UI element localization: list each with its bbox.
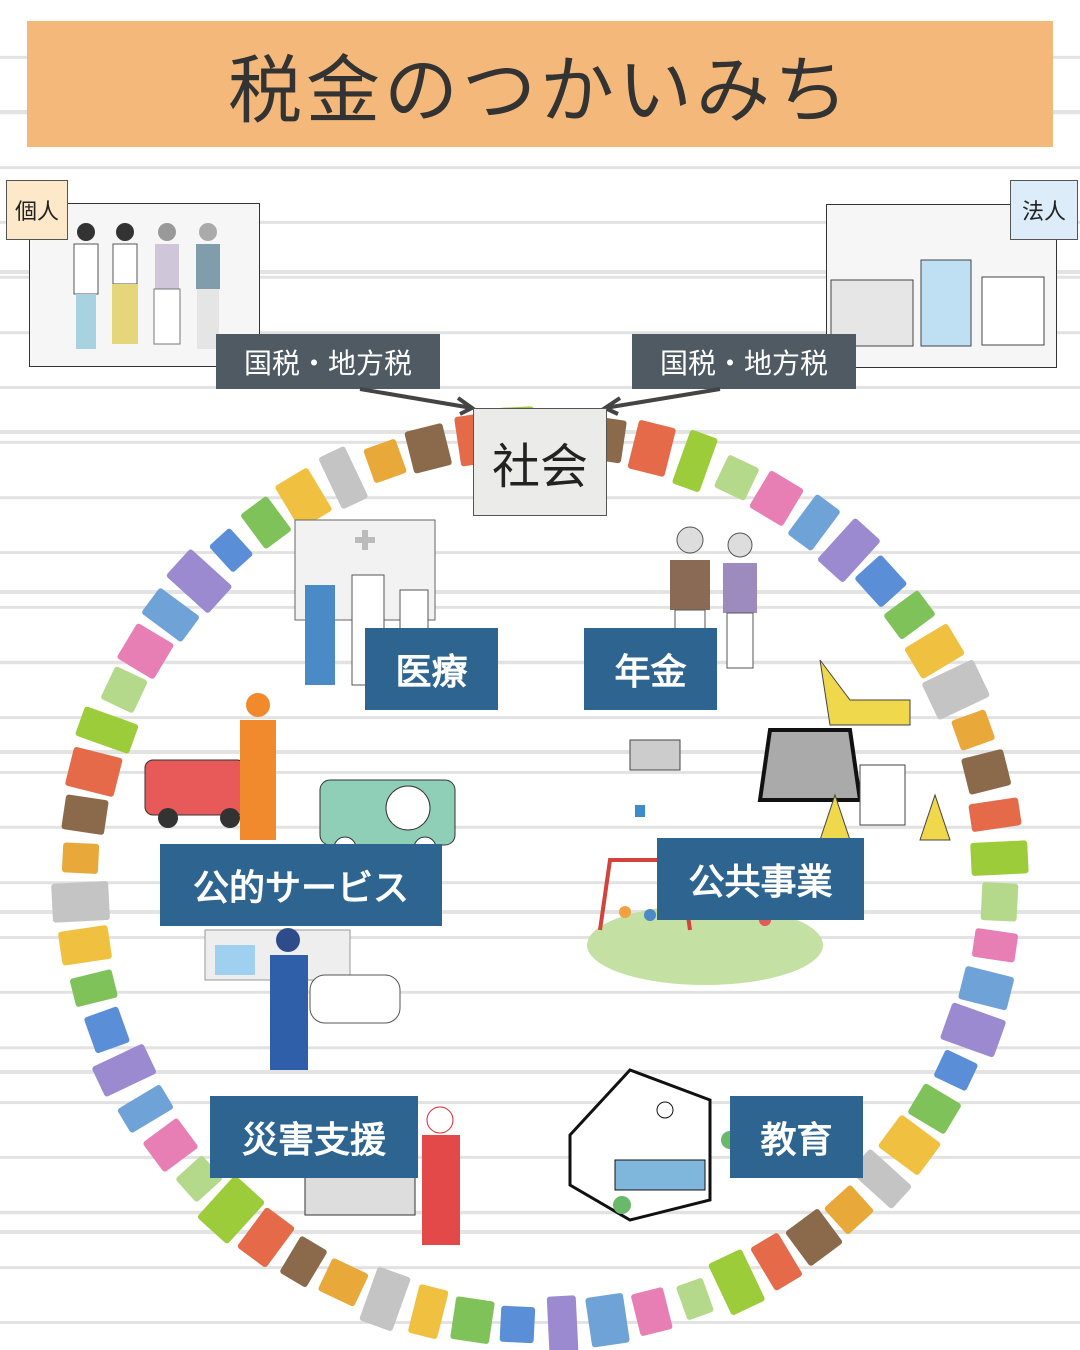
- town-building: [117, 623, 174, 679]
- town-building: [850, 1149, 912, 1209]
- town-building: [958, 966, 1014, 1011]
- town-building: [61, 794, 109, 835]
- town-building: [970, 840, 1029, 876]
- individual-tax-label: 国税・地方税: [216, 334, 440, 389]
- town-building: [785, 1209, 843, 1266]
- town-building: [961, 749, 1011, 795]
- town-building: [70, 969, 118, 1007]
- town-building: [676, 1278, 714, 1320]
- town-building: [65, 747, 123, 797]
- town-building: [408, 1284, 449, 1339]
- town-building: [818, 518, 880, 582]
- category-medical: 医療: [365, 628, 498, 710]
- society-box: 社会: [473, 408, 607, 516]
- town-building: [143, 1118, 198, 1172]
- town-building: [241, 496, 291, 549]
- school-illustration: [568, 1068, 739, 1222]
- town-building: [672, 430, 718, 492]
- town-building: [585, 1293, 630, 1348]
- town-building: [450, 1296, 495, 1344]
- town-building: [142, 588, 199, 642]
- town-building: [749, 470, 804, 526]
- police-illustration: [204, 928, 401, 1070]
- town-building: [117, 1085, 173, 1133]
- road-construction-illustration: [629, 659, 951, 841]
- category-pension: 年金: [584, 628, 717, 710]
- category-disaster-support: 災害支援: [210, 1096, 418, 1178]
- town-building: [280, 1236, 327, 1287]
- town-building: [627, 420, 676, 477]
- town-building: [631, 1287, 673, 1336]
- town-building: [972, 928, 1019, 963]
- town-building: [788, 494, 840, 551]
- town-building: [359, 1267, 411, 1331]
- town-building: [968, 797, 1022, 832]
- town-building: [275, 468, 332, 529]
- playground-illustration: [587, 858, 823, 985]
- town-building: [878, 1115, 941, 1175]
- town-building: [499, 1305, 536, 1344]
- town-building: [824, 1185, 874, 1234]
- town-building: [934, 1050, 978, 1091]
- category-public-service: 公的サービス: [160, 844, 442, 926]
- town-building: [101, 666, 148, 713]
- category-public-works: 公共事業: [657, 838, 864, 920]
- corporation-tag: 法人: [1010, 180, 1078, 240]
- town-building: [363, 439, 407, 483]
- town-building: [404, 423, 452, 474]
- town-building: [980, 882, 1019, 922]
- town-building: [75, 706, 139, 754]
- category-education: 教育: [730, 1096, 863, 1178]
- town-building: [884, 590, 935, 639]
- page-title: 税金のつかいみち: [27, 21, 1053, 147]
- town-building: [166, 549, 232, 613]
- town-building: [940, 1002, 1006, 1058]
- town-building: [708, 1249, 765, 1315]
- town-building: [319, 446, 368, 509]
- firefighter-garbage-truck-illustration: [144, 693, 456, 860]
- town-building: [209, 528, 253, 572]
- town-building: [58, 925, 112, 966]
- town-building: [751, 1233, 802, 1291]
- town-building: [714, 455, 759, 501]
- town-building: [922, 660, 990, 720]
- tax-flow-arrows: [359, 387, 721, 416]
- town-building: [84, 1006, 130, 1054]
- corporation-tax-label: 国税・地方税: [632, 334, 856, 389]
- town-building: [951, 709, 995, 751]
- individual-tag: 個人: [6, 180, 68, 240]
- town-building: [904, 624, 965, 679]
- town-building: [237, 1207, 295, 1268]
- town-building: [197, 1176, 265, 1244]
- town-building: [61, 842, 100, 874]
- town-building: [546, 1295, 579, 1350]
- town-building: [92, 1044, 156, 1097]
- town-building: [318, 1258, 369, 1307]
- town-building: [855, 555, 907, 607]
- town-building: [51, 881, 110, 923]
- town-building: [908, 1083, 961, 1134]
